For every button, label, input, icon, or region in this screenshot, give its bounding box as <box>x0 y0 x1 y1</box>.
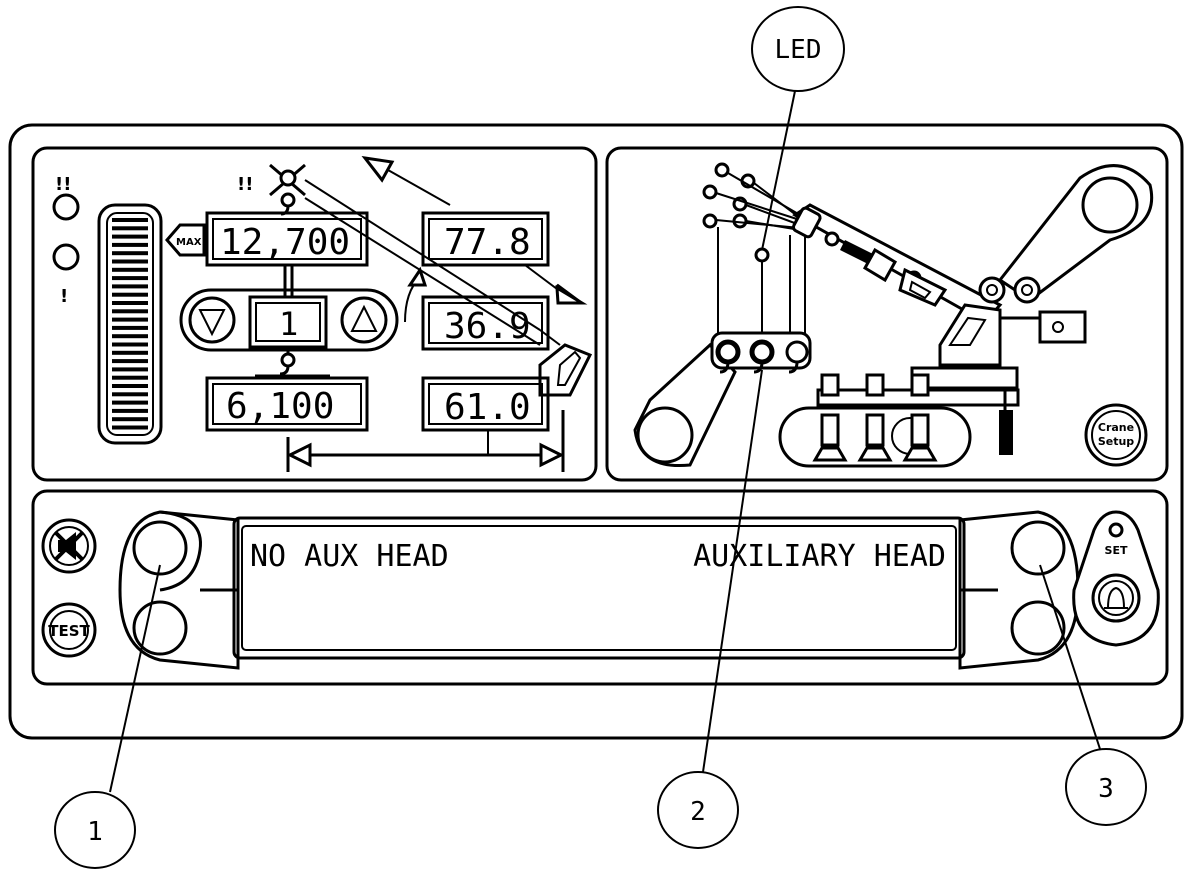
warning-high-light <box>52 193 80 221</box>
load-panel: !! ! MAX 12,700 !! <box>31 146 598 482</box>
console-housing <box>8 123 1184 740</box>
crane-setup-line2: Setup <box>1098 435 1134 448</box>
boom-length-frame <box>421 211 550 267</box>
crane-tracks <box>778 373 972 468</box>
callout-2: 2 <box>657 369 763 849</box>
lcd-left-text: NO AUX HEAD <box>250 539 449 574</box>
outrigger-leg <box>857 446 893 462</box>
set-led <box>1108 522 1124 538</box>
outrigger-leg <box>865 373 885 397</box>
test-button[interactable]: TEST <box>41 602 97 658</box>
bar-segment <box>112 284 148 289</box>
bar-segment <box>112 309 148 314</box>
svg-text:1: 1 <box>87 817 103 847</box>
outrigger-left <box>633 342 737 468</box>
outrigger-leg <box>910 373 930 397</box>
outrigger-leg <box>820 413 840 447</box>
crane-boom <box>791 203 1003 324</box>
test-label: TEST <box>48 622 90 640</box>
bar-segment <box>112 375 148 380</box>
radius-value: 61.0 <box>444 387 531 428</box>
hook-block <box>710 331 812 374</box>
max-arrow: MAX <box>165 223 206 257</box>
reeving-value: 1 <box>279 305 298 343</box>
bar-segment <box>112 392 148 397</box>
bar-segment <box>112 359 148 364</box>
bar-segment <box>112 259 148 264</box>
outrigger-leg <box>820 373 840 397</box>
bar-segment <box>112 251 148 256</box>
reeving-up-button[interactable] <box>340 296 388 344</box>
bar-segment <box>112 367 148 372</box>
triangle-down-icon <box>198 309 226 337</box>
bar-segment <box>112 334 148 339</box>
set-label: SET <box>1105 544 1128 557</box>
bar-segment <box>112 400 148 405</box>
crane-panel: Crane Setup <box>605 146 1169 482</box>
soft-key-bottom-left[interactable] <box>132 600 188 656</box>
boom-length-value: 77.8 <box>444 222 531 263</box>
svg-text:!!: !! <box>237 174 253 195</box>
radius-arrow <box>286 410 565 472</box>
soft-key-top-left[interactable] <box>132 520 188 576</box>
lcd-display: NO AUX HEAD AUXILIARY HEAD <box>232 516 966 660</box>
triangle-up-icon <box>350 304 378 332</box>
bar-segment <box>112 276 148 281</box>
crane-setup-button[interactable]: Crane Setup <box>1084 403 1148 467</box>
boom-schematic <box>304 155 593 397</box>
bar-segment <box>112 292 148 297</box>
actual-load-frame <box>205 376 369 432</box>
soft-key-bottom-right[interactable] <box>1010 600 1066 656</box>
callout-led: LED <box>751 6 845 251</box>
crane-setup-line1: Crane <box>1098 421 1134 434</box>
lower-panel: TEST NO AUX HEAD AUXILIARY HEAD SET <box>31 489 1169 686</box>
bar-segment <box>112 417 148 422</box>
bar-segment <box>112 234 148 239</box>
outrigger-top-right <box>997 164 1154 302</box>
bar-segment <box>112 226 148 231</box>
outrigger-leg <box>865 413 885 447</box>
bar-segment <box>112 242 148 247</box>
horn-mute-button[interactable] <box>41 518 97 574</box>
lcd-right-text: AUXILIARY HEAD <box>693 539 946 574</box>
svg-text:3: 3 <box>1098 774 1114 804</box>
bell-icon <box>1106 586 1126 609</box>
bar-segment <box>112 267 148 272</box>
outrigger-leg <box>812 446 848 462</box>
reeving-selector: 1 <box>179 288 399 352</box>
bar-segment <box>112 384 148 388</box>
bar-segment <box>112 301 148 305</box>
bar-segment <box>112 425 148 430</box>
callout-3: 3 <box>1039 564 1147 826</box>
load-bar-graph <box>97 203 163 445</box>
max-label: MAX <box>176 237 202 248</box>
set-alarm-button[interactable]: SET <box>1072 510 1160 647</box>
warning-high-label: !! <box>55 174 71 195</box>
bar-segment <box>112 350 148 355</box>
boom-angle-frame <box>421 295 550 351</box>
bar-segment <box>112 342 148 347</box>
bar-segment <box>112 325 148 330</box>
warning-low-label: ! <box>60 286 68 307</box>
warning-low-light <box>52 243 80 271</box>
max-load-value: 12,700 <box>220 222 350 263</box>
reeving-frame <box>248 295 328 349</box>
bar-segment <box>112 218 148 222</box>
led-indicator <box>754 247 770 263</box>
callout-1: 1 <box>54 564 161 869</box>
svg-text:2: 2 <box>690 797 706 827</box>
bar-segment <box>112 408 148 413</box>
boom-tip <box>702 162 806 335</box>
soft-key-top-right[interactable] <box>1010 520 1066 576</box>
outrigger-leg <box>910 413 930 447</box>
bar-segment <box>112 317 148 322</box>
hook-icon: !! <box>237 163 306 216</box>
actual-load-value: 6,100 <box>226 386 334 427</box>
radius-frame <box>421 376 550 432</box>
boom-angle-value: 36.9 <box>444 306 531 347</box>
svg-text:LED: LED <box>775 35 822 65</box>
outrigger-leg <box>902 446 938 462</box>
